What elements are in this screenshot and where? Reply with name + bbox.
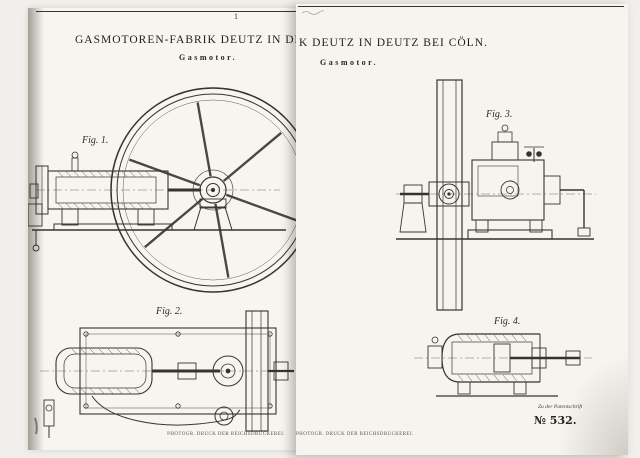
fig1-label: Fig. 1.	[82, 135, 109, 146]
flywheel-edge-band	[436, 79, 463, 311]
patent-caption: Zu der Patentschrift	[538, 404, 583, 410]
scan-gutter-shading	[28, 8, 44, 450]
hatching	[57, 171, 152, 209]
right-sheet: K DEUTZ IN DEUTZ BEI CÖLN. Gasmotor. Fig…	[296, 4, 628, 455]
side-pump	[43, 399, 55, 438]
engine-base	[32, 198, 286, 231]
left-bearing	[399, 184, 429, 233]
engine-frame	[471, 124, 545, 221]
fig2-label: Fig. 2.	[156, 306, 183, 317]
side-attachments	[543, 175, 591, 237]
fig1-drawing	[28, 87, 302, 435]
scan-pencil-marks	[301, 10, 325, 15]
stuffing-box	[531, 347, 547, 369]
crank-disc	[212, 355, 244, 387]
governor	[524, 146, 544, 162]
page-edge-rule	[36, 11, 300, 12]
fig3-label: Fig. 3.	[486, 109, 513, 120]
scan-smudge	[34, 417, 38, 435]
cylinder-stand	[436, 381, 558, 397]
page-number: 1	[234, 12, 238, 21]
fig3-drawing	[396, 79, 596, 311]
fig4-label: Fig. 4.	[494, 316, 521, 327]
left-sheet: 1 GASMOTOREN-FABRIK DEUTZ IN DEUT Gasmot…	[28, 8, 302, 450]
left-sheet-drawings	[28, 87, 302, 438]
valve-gear	[28, 183, 43, 435]
sheet-title: K DEUTZ IN DEUTZ BEI CÖLN.	[299, 37, 488, 49]
bolt-holes	[83, 331, 273, 409]
printer-imprint: PHOTOGR. DRUCK DER REICHSDRUCKEREI.	[296, 432, 414, 437]
scan-corner-shading	[558, 355, 628, 455]
crosshead	[177, 362, 197, 380]
shaft-bearing	[273, 361, 289, 381]
patent-number: № 532.	[534, 414, 577, 427]
page-edge-rule	[298, 6, 624, 7]
cylinder-plan	[55, 347, 153, 395]
sheet-subtitle: Gasmotor.	[179, 53, 237, 62]
printer-imprint: PHOTOGR. DRUCK DER REICHSDRUCKEREI.	[167, 432, 285, 437]
valve-box	[427, 345, 443, 369]
flywheel	[110, 87, 302, 293]
sheet-title: GASMOTOREN-FABRIK DEUTZ IN DEUT	[75, 34, 302, 46]
sheet-subtitle: Gasmotor.	[320, 58, 378, 67]
fig4-drawing	[414, 333, 592, 397]
exhaust-pipe	[91, 395, 241, 426]
flywheel-pedestal	[193, 206, 233, 231]
crankshaft-hub	[428, 181, 470, 207]
fig2-drawing	[40, 310, 294, 438]
right-sheet-drawings	[301, 10, 596, 397]
crosshead	[565, 350, 581, 366]
frame-base	[396, 219, 594, 240]
